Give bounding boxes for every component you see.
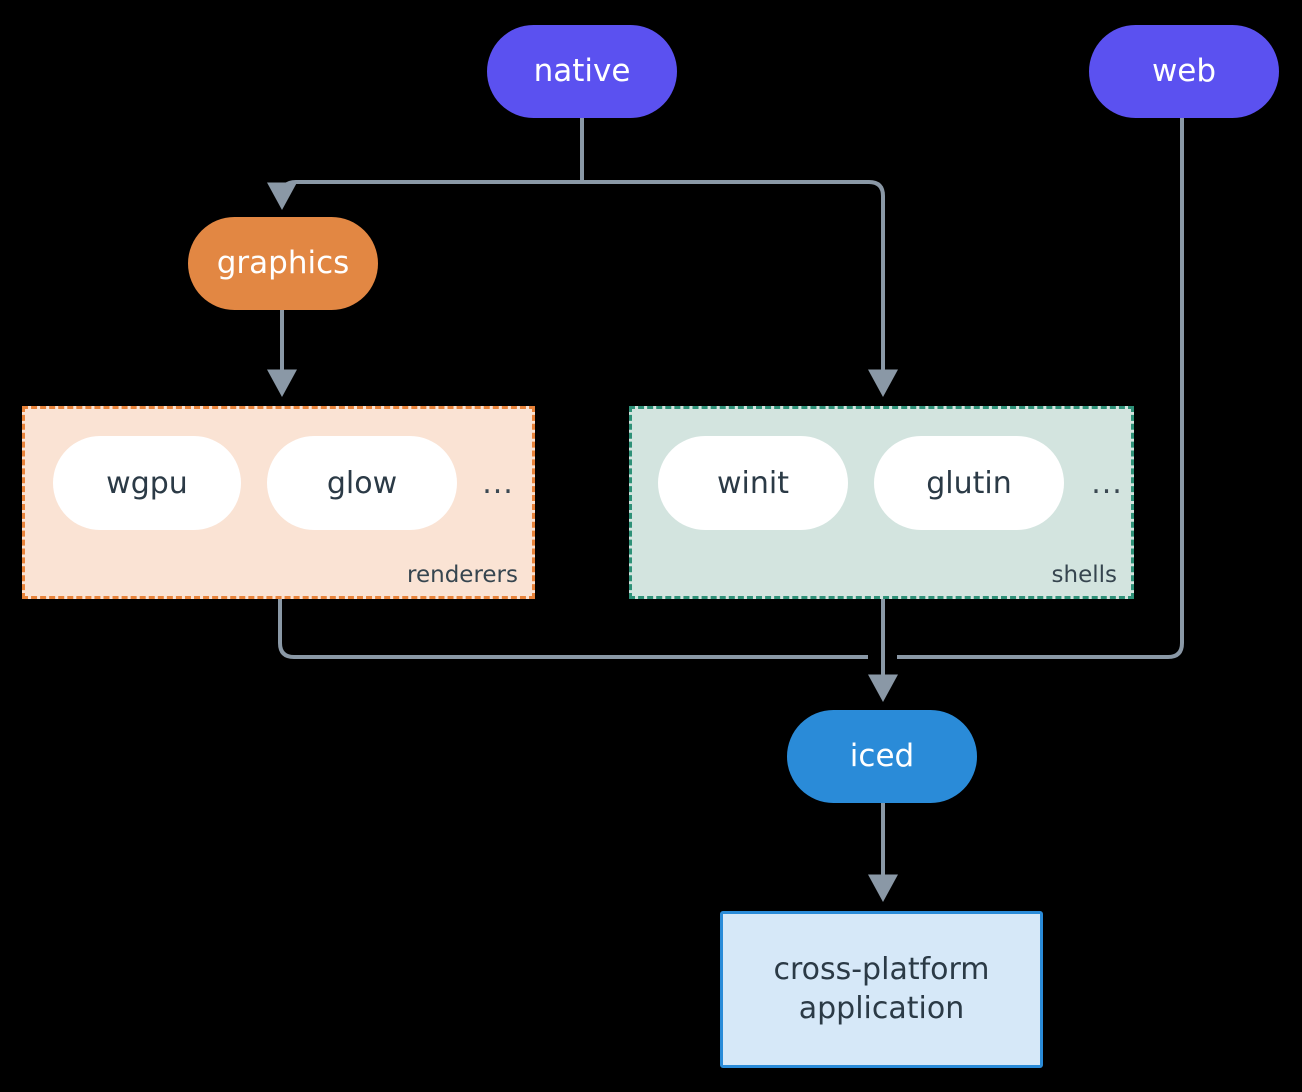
cluster-shells: winit glutin ... shells [629,406,1134,599]
node-iced[interactable]: iced [787,710,977,803]
renderers-ellipsis: ... [482,465,514,501]
edge-native-to-graphics [267,180,582,210]
node-web-label: web [1151,52,1217,89]
edge-renderers-to-iced [278,599,868,659]
node-wgpu[interactable]: wgpu [53,436,241,530]
node-glutin-label: glutin [926,465,1012,501]
edge-native-to-shells [582,180,898,397]
node-winit[interactable]: winit [658,436,848,530]
node-cross-platform-application[interactable]: cross-platform application [720,911,1043,1068]
node-glow[interactable]: glow [267,436,457,530]
node-application-label: cross-platform application [773,952,990,1026]
node-winit-label: winit [717,465,789,501]
shells-ellipsis: ... [1091,465,1123,501]
cluster-shells-label: shells [1051,562,1117,588]
node-native-label: native [533,52,631,89]
cluster-renderers-label: renderers [407,562,518,588]
node-web[interactable]: web [1089,25,1279,118]
node-graphics[interactable]: graphics [188,217,378,310]
node-native[interactable]: native [487,25,677,118]
node-iced-label: iced [849,737,915,774]
node-glow-label: glow [326,465,398,501]
node-graphics-label: graphics [216,244,350,281]
cluster-renderers: wgpu glow ... renderers [22,406,535,599]
node-glutin[interactable]: glutin [874,436,1064,530]
node-wgpu-label: wgpu [106,465,188,501]
